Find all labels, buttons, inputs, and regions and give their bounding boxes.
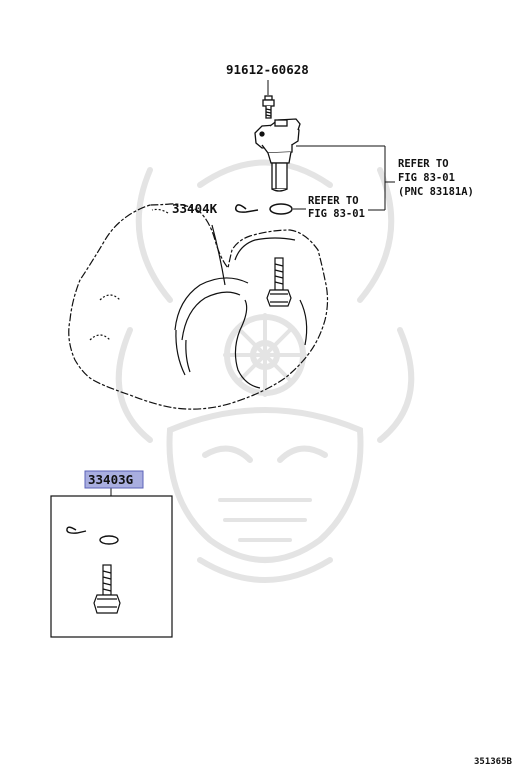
refer-a-line-2[interactable]: FIG 83-01 [398,172,455,184]
driven-gear-stud [266,257,292,307]
snap-ring [234,204,259,213]
kit-part-highlight [84,470,144,489]
transmission-housing [68,203,329,410]
kit-driven-gear [93,564,121,614]
oring-part-label[interactable]: 33404K [172,201,218,216]
samurai-helmet-watermark-icon [115,159,415,583]
refer-b-line-1: REFER TO [308,195,359,207]
refer-a-line-3: (PNC 83181A) [398,186,474,198]
kit-part-number-label[interactable]: 33403G [88,472,133,487]
kit-part-label[interactable]: 33403G [84,470,144,489]
oring-part-number-label[interactable]: 33404K [172,201,218,216]
bolt-part [262,95,275,119]
refer-a-line-1: REFER TO [398,158,449,170]
speed-sensor [254,118,301,192]
bolt-part-number-label[interactable]: 91612-60628 [226,62,309,77]
kit-box [50,495,173,638]
figure-code-label: 351365B [474,757,513,767]
kit-o-ring [99,535,119,545]
o-ring [269,203,293,215]
reference-bracket [296,145,395,211]
refer-b-line-2[interactable]: FIG 83-01 [308,208,365,220]
kit-snap-ring [66,526,87,534]
